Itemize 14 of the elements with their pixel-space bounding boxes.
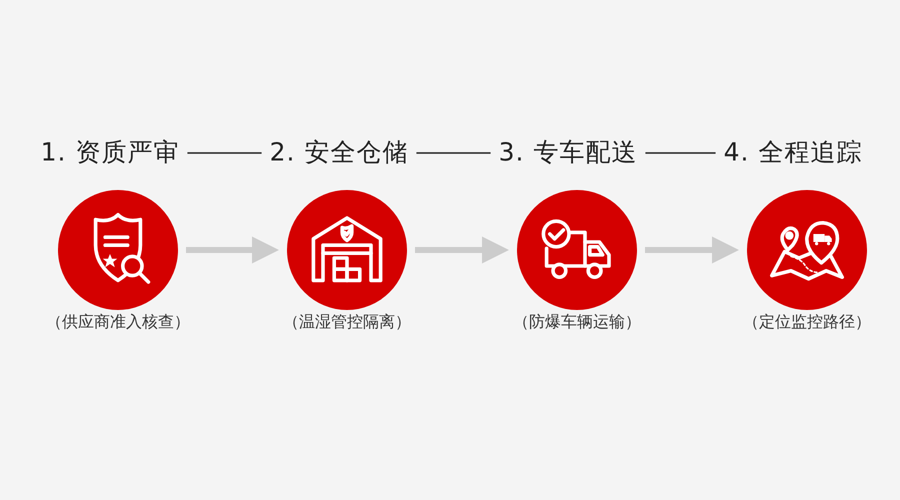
step-caption: （供应商准入核查） — [46, 312, 190, 333]
arrow — [415, 236, 509, 264]
step-heading: 2. 安全仓储 — [270, 136, 408, 168]
step-caption: （温湿管控隔离） — [283, 312, 411, 333]
step-caption: （定位监控路径） — [743, 312, 871, 333]
arrow — [186, 236, 279, 264]
connector-line — [416, 152, 491, 154]
arrow — [645, 236, 739, 264]
step-heading: 3. 专车配送 — [498, 136, 638, 168]
step-caption: （防爆车辆运输） — [513, 312, 641, 333]
step-heading: 4. 全程追踪 — [724, 136, 862, 168]
connector-line — [645, 152, 716, 154]
connector-line — [187, 152, 262, 154]
step-heading: 1. 资质严审 — [40, 136, 180, 168]
